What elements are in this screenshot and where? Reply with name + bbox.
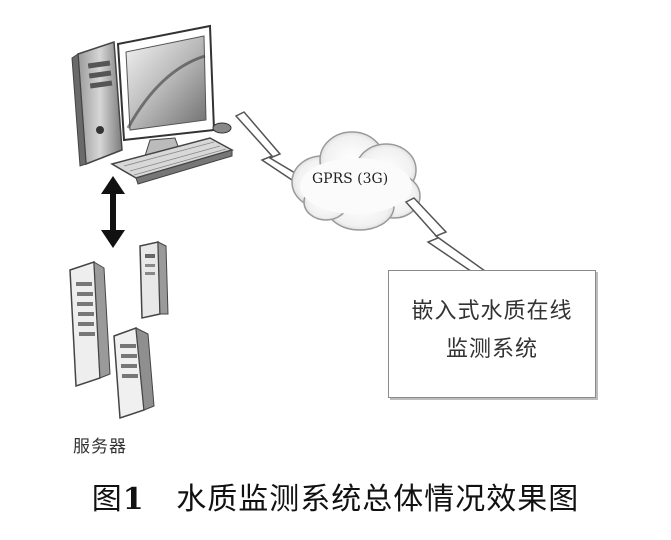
caption-title: 水质监测系统总体情况效果图 <box>176 482 580 517</box>
server-label: 服务器 <box>73 437 127 457</box>
bidirectional-arrow-icon <box>101 176 125 248</box>
cloud-label: GPRS (3G) <box>312 171 388 187</box>
caption-number: 1 <box>122 482 145 517</box>
monitoring-system-label: 嵌入式水质在线 监测系统 <box>389 293 595 369</box>
wireless-link-icon <box>234 111 302 181</box>
caption-prefix: 图 <box>91 482 123 517</box>
system-line-2: 监测系统 <box>445 337 538 362</box>
desktop-computer-icon <box>71 24 234 185</box>
server-rack-icon <box>69 241 169 420</box>
system-line-1: 嵌入式水质在线 <box>411 299 573 324</box>
wireless-link-icon <box>404 197 494 281</box>
figure-caption: 图1 水质监测系统总体情况效果图 <box>0 474 671 518</box>
cloud-icon: GPRS (3G) <box>291 131 421 231</box>
monitoring-system-box: 嵌入式水质在线 监测系统 <box>388 270 596 398</box>
